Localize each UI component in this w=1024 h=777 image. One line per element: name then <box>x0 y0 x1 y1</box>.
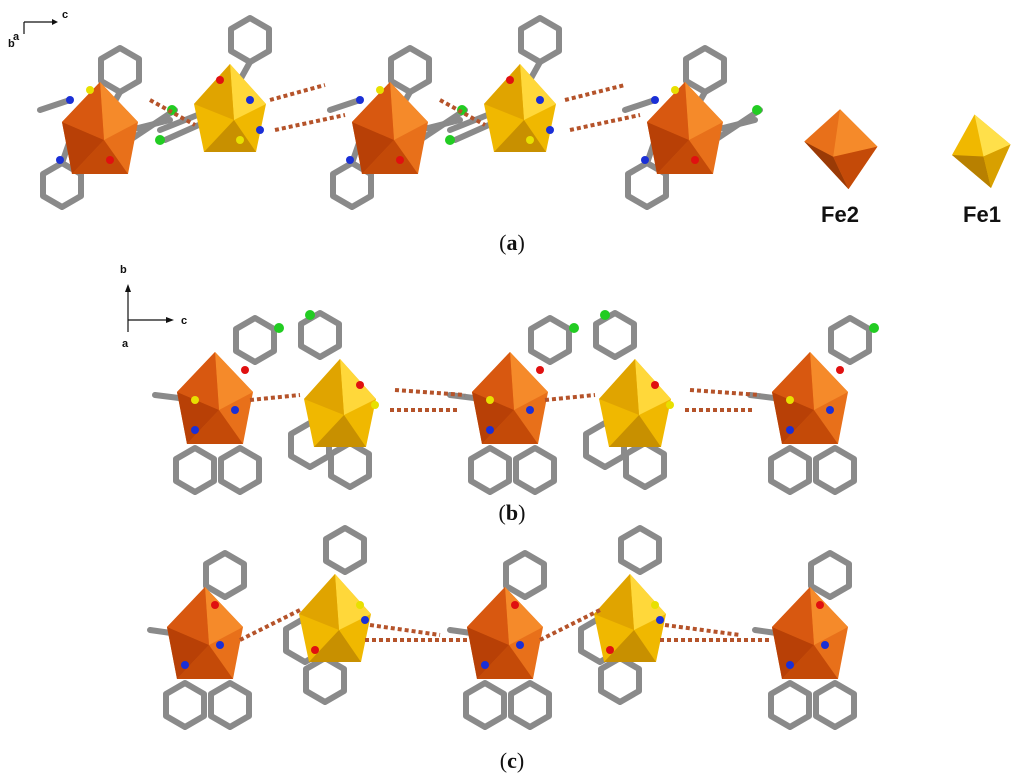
axis-c-label-b: c <box>181 315 187 327</box>
legend-fe2-label: Fe2 <box>821 202 859 227</box>
axis-a-label-b: a <box>122 338 129 350</box>
axis-b-label: b <box>8 38 15 50</box>
axis-a-label: a <box>13 31 20 43</box>
panel-b-structure: b c a <box>120 264 879 492</box>
legend-fe1-label: Fe1 <box>963 202 1001 227</box>
axis-triad-b: b c a <box>120 264 187 350</box>
legend-fe2-swatch <box>804 109 878 190</box>
axis-c-label: c <box>62 9 68 21</box>
panel-a-structure: c b a <box>8 9 762 207</box>
axis-b-label-b: b <box>120 264 127 276</box>
panel-a-caption: (a) <box>499 230 525 255</box>
legend: Fe2 Fe1 <box>804 109 1011 227</box>
panel-c-caption: (c) <box>500 748 524 773</box>
panel-c-structure <box>150 528 854 727</box>
axis-triad-a: c b a <box>8 9 68 50</box>
panel-b-caption: (b) <box>499 500 526 525</box>
legend-fe1-swatch <box>952 114 1011 188</box>
